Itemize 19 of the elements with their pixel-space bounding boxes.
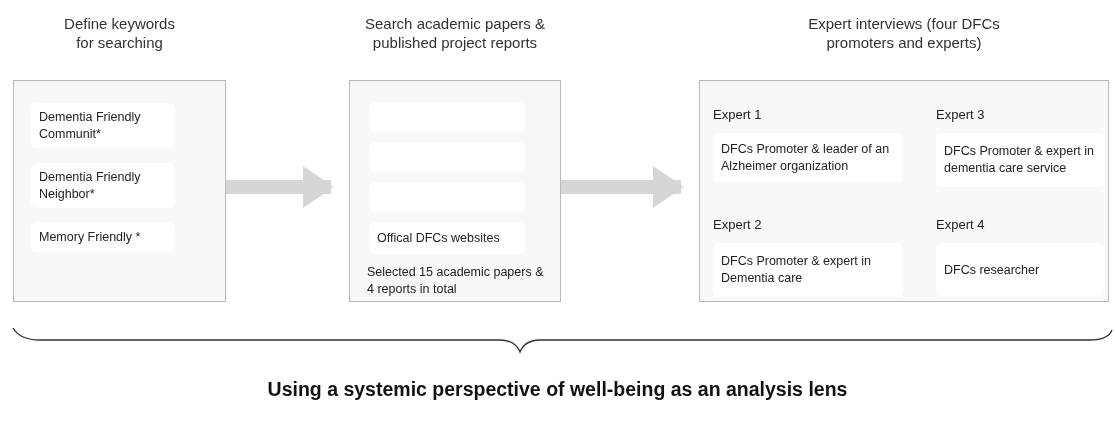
item-card: DFCs researcher [936, 243, 1104, 297]
summary-text: Selected 15 academic papers & 4 reports in total [367, 264, 545, 298]
item-card: DFCs Promoter & expert in dementia care service [936, 133, 1104, 187]
expert-label: Expert 3 [936, 107, 985, 122]
caption: Using a systemic perspective of well-being as an analysis lens [266, 378, 849, 401]
item-card: DFCs Promoter & leader of an Alzheimer organization [713, 133, 903, 183]
block-arrow [561, 166, 684, 208]
item-card: DFCs Promoter & expert in Dementia care [713, 243, 903, 297]
step-heading: Expert interviews (four DFCs promoters and experts) [807, 14, 1001, 52]
step-heading: Search academic papers & published project reports [363, 14, 547, 52]
item-card: Dementia Friendly Communit* [31, 103, 175, 148]
item-card: Offical DFCs websites [369, 222, 525, 254]
expert-label: Expert 4 [936, 217, 985, 232]
expert-label: Expert 2 [713, 217, 762, 232]
step-heading: Define keywords for searching [63, 14, 176, 52]
item-card: Memory Friendly * [31, 222, 175, 252]
expert-label: Expert 1 [713, 107, 762, 122]
block-arrow [226, 166, 334, 208]
item-card: Dementia Friendly Neighbor* [31, 163, 175, 208]
